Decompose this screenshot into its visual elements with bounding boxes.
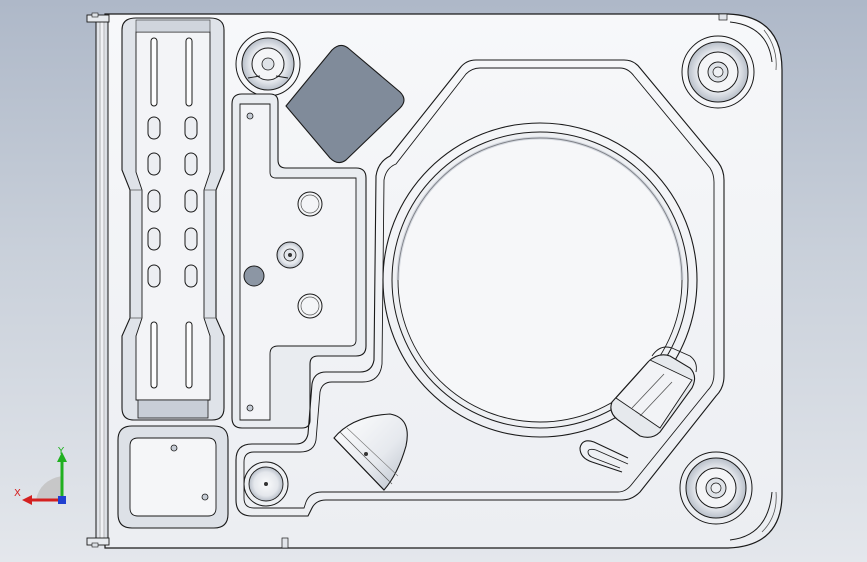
oval-vent-holes (147, 116, 198, 288)
x-axis-arrowhead (22, 495, 32, 505)
left-flange[interactable] (86, 12, 110, 548)
hex-boss[interactable] (610, 346, 697, 438)
z-axis-marker (58, 496, 66, 504)
bottom-channel[interactable] (235, 59, 725, 517)
x-axis-label: X (14, 488, 21, 499)
y-axis-arrowhead (57, 452, 67, 462)
large-circular-recess[interactable] (382, 122, 698, 438)
cone-feature[interactable] (333, 413, 408, 491)
boss-top-left[interactable] (235, 31, 301, 97)
boss-bottom-left[interactable] (243, 461, 289, 507)
y-axis-label: Y (57, 446, 65, 457)
stepped-bracket[interactable] (231, 93, 367, 429)
boss-bottom-right[interactable] (679, 451, 753, 525)
inclined-square-face[interactable] (285, 44, 405, 164)
long-vent-slots (150, 37, 193, 389)
coordinate-triad: X Y (14, 446, 67, 505)
u-clip[interactable] (579, 440, 629, 473)
bottom-notch (281, 537, 289, 549)
boss-top-right[interactable] (681, 35, 755, 109)
top-right-tab (718, 13, 728, 21)
vent-channel[interactable] (121, 17, 225, 421)
square-pocket[interactable] (117, 425, 229, 529)
